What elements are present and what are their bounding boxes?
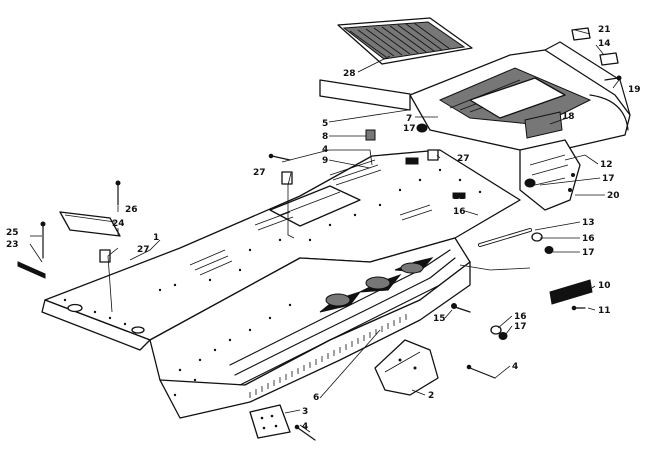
callout-3: 3	[302, 407, 308, 417]
callout-17: 17	[602, 174, 615, 184]
callout-17: 17	[403, 124, 416, 134]
callout-11: 11	[598, 306, 611, 316]
callout-6: 6	[313, 393, 319, 403]
rubber-bumper	[99, 249, 111, 263]
callout-19: 19	[628, 85, 641, 95]
callout-13: 13	[582, 218, 595, 228]
callout-28: 28	[343, 69, 356, 79]
plate	[249, 404, 291, 439]
callout-20: 20	[607, 191, 620, 201]
callout-5: 5	[322, 119, 328, 129]
rubber-bumper	[281, 171, 293, 185]
callout-12: 12	[600, 160, 613, 170]
callout-27: 27	[253, 168, 266, 178]
screw	[604, 77, 619, 81]
callout-8: 8	[322, 132, 328, 142]
callout-4: 4	[512, 362, 518, 372]
callout-7: 7	[406, 114, 412, 124]
callout-27: 27	[457, 154, 470, 164]
seat-pad	[337, 17, 473, 65]
callout-9: 9	[322, 156, 328, 166]
callout-17: 17	[582, 248, 595, 258]
callout-15: 15	[433, 314, 446, 324]
callout-4: 4	[322, 145, 328, 155]
angle-bracket	[59, 211, 121, 237]
callout-21: 21	[598, 25, 611, 35]
callout-14: 14	[598, 39, 611, 49]
callout-16: 16	[453, 207, 466, 217]
reflector	[549, 279, 593, 305]
callout-numbers: 1 2 3 4 4 4 5 6 7 8 9 10 11 12 13 14 15 …	[6, 25, 641, 432]
bracket	[374, 339, 439, 396]
callout-26: 26	[125, 205, 138, 215]
vent-slots	[249, 314, 407, 398]
callout-16: 16	[582, 234, 595, 244]
rubber-bumper	[427, 149, 439, 161]
leader-lines	[29, 29, 620, 433]
rivet-dots	[63, 168, 482, 397]
callout-16: 16	[514, 312, 527, 322]
rubber-plug	[365, 129, 376, 141]
callout-27: 27	[137, 245, 150, 255]
rear-bumper-assembly	[409, 41, 631, 211]
tunnel-assembly	[41, 149, 521, 419]
callout-22: 22	[453, 192, 466, 202]
callout-23: 23	[6, 240, 19, 250]
decal	[571, 27, 591, 41]
callout-1: 1	[153, 233, 159, 243]
decal	[599, 52, 619, 66]
callout-4: 4	[302, 422, 308, 432]
callout-17: 17	[514, 322, 527, 332]
callout-24: 24	[112, 219, 125, 229]
callout-10: 10	[598, 281, 611, 291]
callout-25: 25	[6, 228, 19, 238]
side-strip	[319, 79, 411, 111]
reinforcement-strip	[17, 261, 46, 279]
callout-18: 18	[562, 112, 575, 122]
callout-2: 2	[428, 391, 434, 401]
